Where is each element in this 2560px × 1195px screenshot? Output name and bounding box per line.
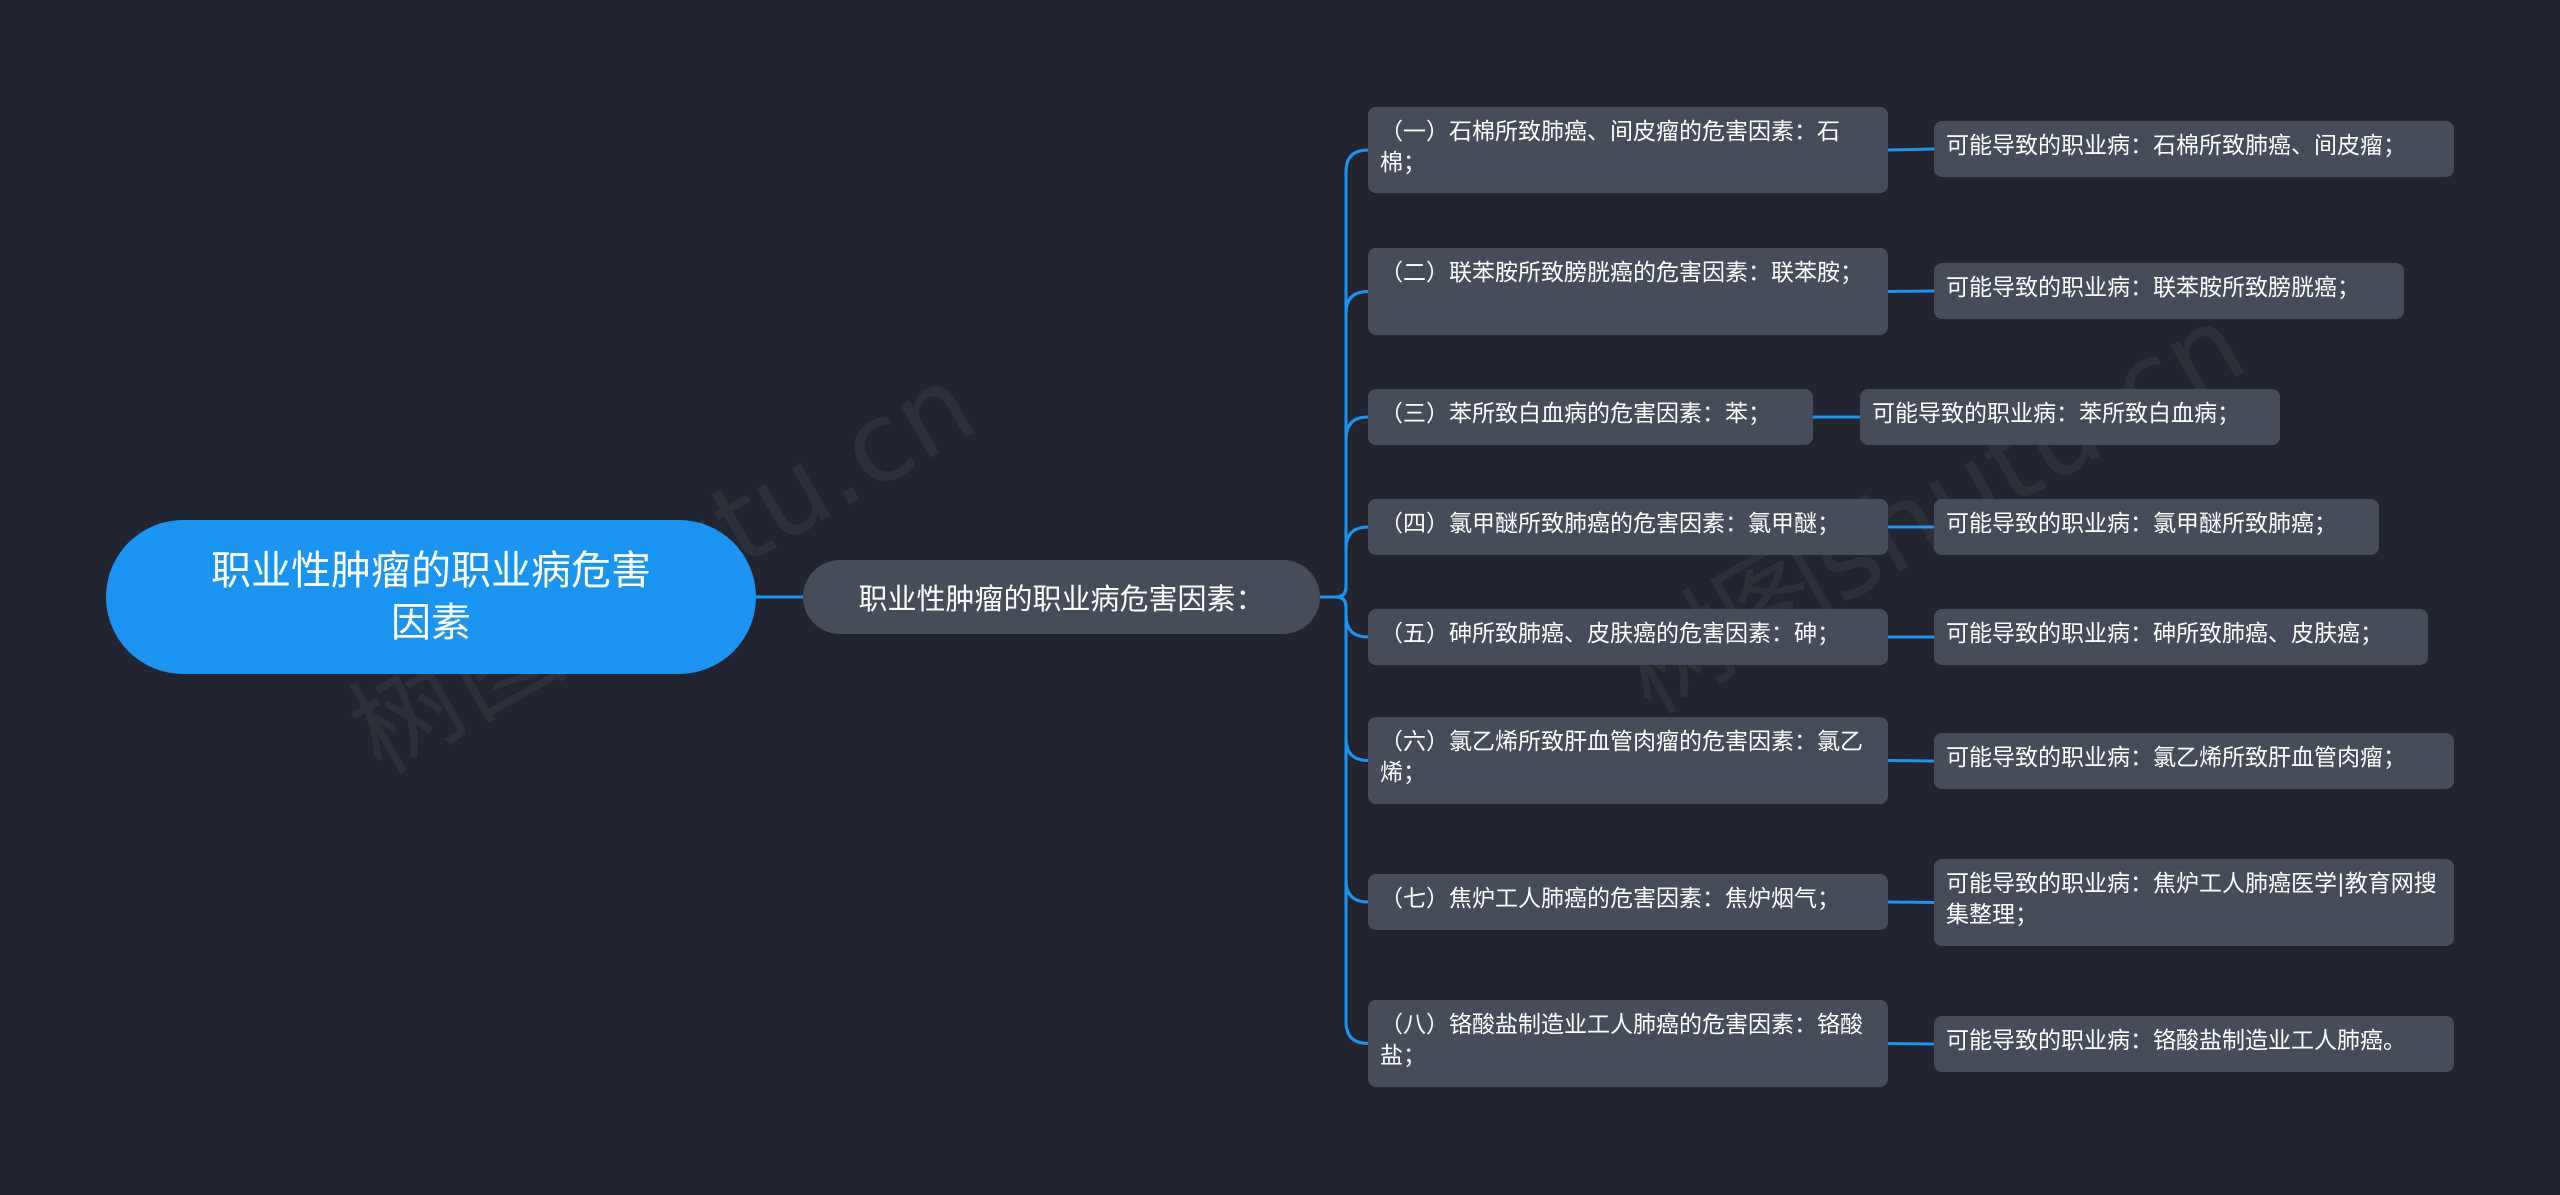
connector-line <box>1320 148 1369 599</box>
factor-node-label: （七）焦炉工人肺癌的危害因素：焦炉烟气； <box>1380 886 1840 912</box>
disease-node[interactable]: 可能导致的职业病：焦炉工人肺癌医学|教育网搜集整理； <box>1934 859 2454 946</box>
connector-line <box>1887 147 1935 152</box>
connector-line <box>1320 595 1369 904</box>
disease-node-label: 可能导致的职业病：联苯胺所致膀胱癌； <box>1946 275 2360 301</box>
disease-node[interactable]: 可能导致的职业病：氯甲醚所致肺癌； <box>1934 499 2379 555</box>
disease-node-label: 可能导致的职业病：氯乙烯所致肝血管肉瘤； <box>1946 745 2406 771</box>
factor-node-label: （一）石棉所致肺癌、间皮瘤的危害因素：石棉； <box>1380 119 1840 176</box>
connector-line <box>1320 290 1369 599</box>
disease-node-label: 可能导致的职业病：铬酸盐制造业工人肺癌。 <box>1946 1028 2406 1054</box>
connector-line <box>1320 415 1369 599</box>
factor-node-label: （二）联苯胺所致膀胱癌的危害因素：联苯胺； <box>1380 260 1863 286</box>
factor-node[interactable]: （七）焦炉工人肺癌的危害因素：焦炉烟气； <box>1368 874 1888 930</box>
root-node-label: 职业性肿瘤的职业病危害因素 <box>211 548 651 646</box>
factor-node-label: （八）铬酸盐制造业工人肺癌的危害因素：铬酸盐； <box>1380 1012 1863 1069</box>
branch-node-label: 职业性肿瘤的职业病危害因素： <box>858 582 1265 616</box>
connector-line <box>1320 525 1369 599</box>
connector-line <box>1887 1042 1935 1046</box>
branch-node[interactable]: 职业性肿瘤的职业病危害因素： <box>803 560 1320 634</box>
factor-node-label: （三）苯所致白血病的危害因素：苯； <box>1380 401 1771 427</box>
disease-node[interactable]: 可能导致的职业病：石棉所致肺癌、间皮瘤； <box>1934 121 2454 177</box>
factor-node[interactable]: （二）联苯胺所致膀胱癌的危害因素：联苯胺； <box>1368 248 1888 335</box>
disease-node-label: 可能导致的职业病：焦炉工人肺癌医学|教育网搜集整理； <box>1946 871 2437 928</box>
connector-line <box>1320 595 1369 1045</box>
disease-node-label: 可能导致的职业病：石棉所致肺癌、间皮瘤； <box>1946 133 2406 159</box>
factor-node[interactable]: （三）苯所致白血病的危害因素：苯； <box>1368 389 1813 445</box>
disease-node[interactable]: 可能导致的职业病：氯乙烯所致肝血管肉瘤； <box>1934 733 2454 789</box>
connector-line <box>1887 900 1935 904</box>
disease-node-label: 可能导致的职业病：砷所致肺癌、皮肤癌； <box>1946 621 2383 647</box>
factor-node[interactable]: （四）氯甲醚所致肺癌的危害因素：氯甲醚； <box>1368 499 1888 555</box>
root-node[interactable]: 职业性肿瘤的职业病危害因素 <box>106 520 756 674</box>
factor-node[interactable]: （五）砷所致肺癌、皮肤癌的危害因素：砷； <box>1368 609 1888 665</box>
factor-node-label: （五）砷所致肺癌、皮肤癌的危害因素：砷； <box>1380 621 1840 647</box>
disease-node[interactable]: 可能导致的职业病：联苯胺所致膀胱癌； <box>1934 263 2404 319</box>
factor-node[interactable]: （一）石棉所致肺癌、间皮瘤的危害因素：石棉； <box>1368 107 1888 193</box>
disease-node[interactable]: 可能导致的职业病：砷所致肺癌、皮肤癌； <box>1934 609 2428 665</box>
disease-node[interactable]: 可能导致的职业病：铬酸盐制造业工人肺癌。 <box>1934 1016 2454 1072</box>
disease-node-label: 可能导致的职业病：苯所致白血病； <box>1872 401 2240 427</box>
connector-line <box>1320 595 1369 762</box>
factor-node-label: （四）氯甲醚所致肺癌的危害因素：氯甲醚； <box>1380 511 1840 537</box>
factor-node[interactable]: （八）铬酸盐制造业工人肺癌的危害因素：铬酸盐； <box>1368 1000 1888 1087</box>
factor-node-label: （六）氯乙烯所致肝血管肉瘤的危害因素：氯乙烯； <box>1380 729 1863 786</box>
factor-node[interactable]: （六）氯乙烯所致肝血管肉瘤的危害因素：氯乙烯； <box>1368 717 1888 804</box>
connector-line <box>1887 759 1935 763</box>
disease-node-label: 可能导致的职业病：氯甲醚所致肺癌； <box>1946 511 2337 537</box>
connector-line <box>1887 289 1935 293</box>
disease-node[interactable]: 可能导致的职业病：苯所致白血病； <box>1860 389 2280 445</box>
